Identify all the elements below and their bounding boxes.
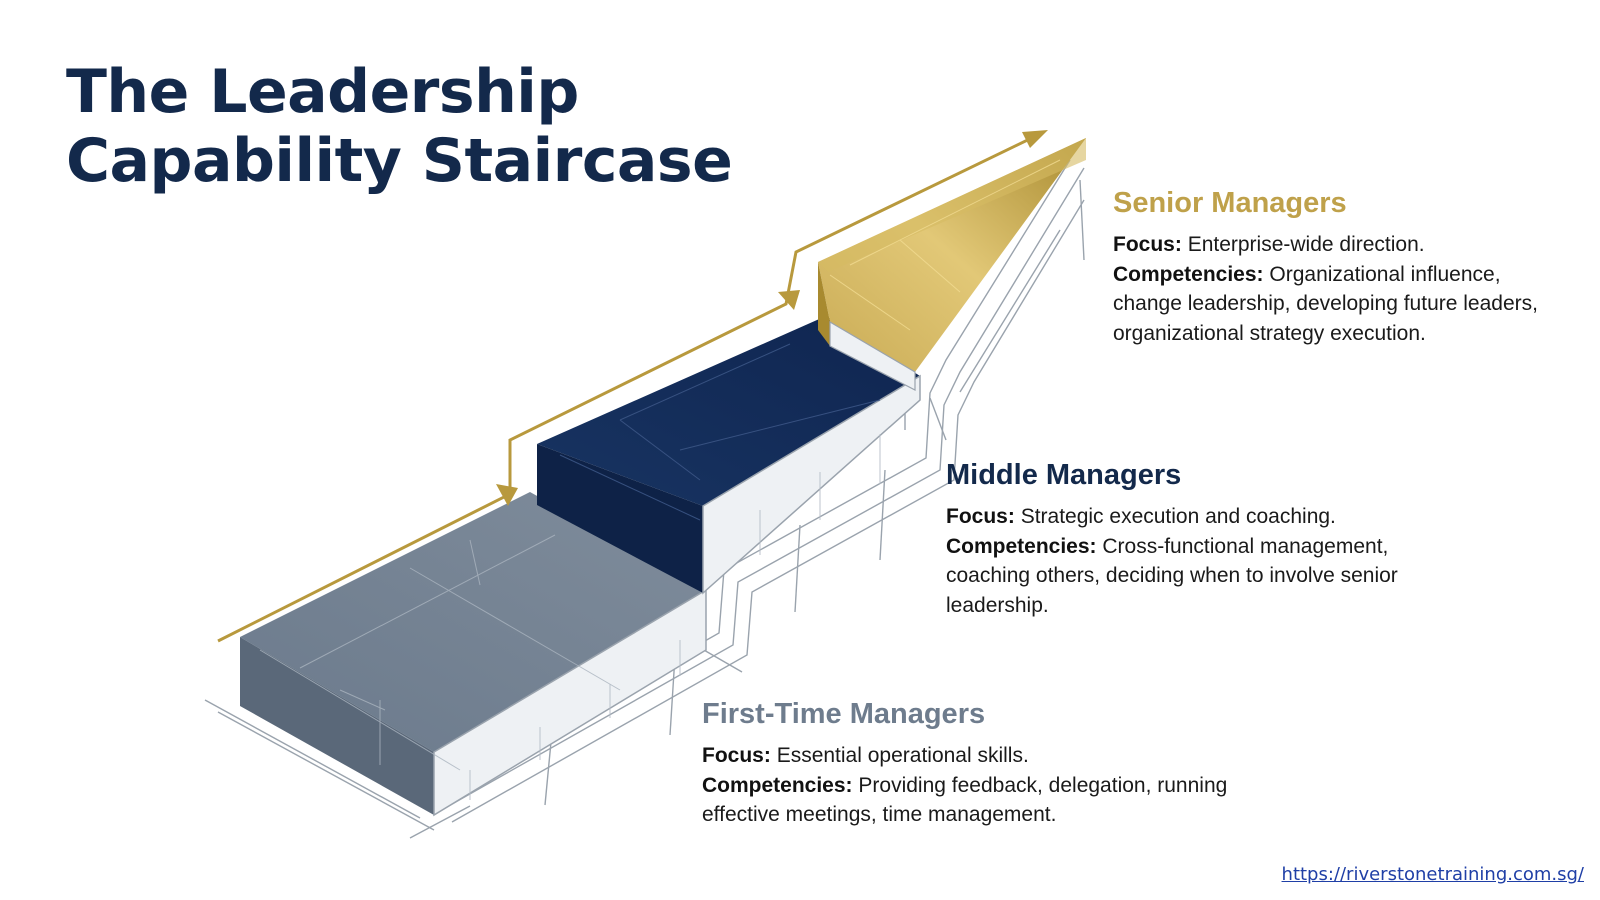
progression-arrow <box>217 132 1041 643</box>
competencies-label: Competencies: <box>702 773 853 797</box>
step-first-time-managers <box>240 492 707 817</box>
tier-focus: Focus: Strategic execution and coaching. <box>946 502 1416 532</box>
focus-text: Essential operational skills. <box>776 744 1029 767</box>
arrow-head-icon <box>1022 130 1048 148</box>
step-middle-managers <box>537 316 921 595</box>
focus-text: Strategic execution and coaching. <box>1020 505 1336 528</box>
tier-heading: First-Time Managers <box>702 698 986 730</box>
source-link[interactable]: https://riverstonetraining.com.sg/ <box>1281 864 1584 885</box>
tier-first-time-managers: First-Time Managers Focus: Essential ope… <box>702 697 1262 830</box>
tier-competencies: Competencies: Providing feedback, delega… <box>702 771 1262 830</box>
tier-focus: Focus: Enterprise-wide direction. <box>1113 230 1563 260</box>
step-senior-managers <box>818 138 1086 391</box>
tier-middle-managers: Middle Managers Focus: Strategic executi… <box>946 458 1416 620</box>
focus-label: Focus: <box>946 505 1015 528</box>
tier-senior-managers: Senior Managers Focus: Enterprise-wide d… <box>1113 186 1563 348</box>
page-title-line-1: The Leadership <box>66 57 579 127</box>
competencies-text: Organizational influence, change leaders… <box>1113 262 1538 345</box>
focus-label: Focus: <box>1113 233 1182 256</box>
tier-heading: Middle Managers <box>946 459 1182 491</box>
tier-focus: Focus: Essential operational skills. <box>702 741 1262 771</box>
tier-competencies: Competencies: Organizational influence, … <box>1113 260 1563 349</box>
focus-label: Focus: <box>702 744 771 767</box>
competencies-label: Competencies: <box>946 534 1097 558</box>
arrow-head-icon <box>778 290 800 310</box>
competencies-label: Competencies: <box>1113 262 1264 286</box>
page-title: The Leadership Capability Staircase <box>66 57 733 196</box>
competencies-text: Cross-functional management, coaching ot… <box>946 534 1398 617</box>
page-title-line-2: Capability Staircase <box>66 126 733 196</box>
tier-heading: Senior Managers <box>1113 187 1347 219</box>
competencies-text: Providing feedback, delegation, running … <box>702 773 1228 827</box>
tier-competencies: Competencies: Cross-functional managemen… <box>946 532 1416 621</box>
focus-text: Enterprise-wide direction. <box>1187 233 1425 256</box>
arrow-head-icon <box>496 484 518 506</box>
